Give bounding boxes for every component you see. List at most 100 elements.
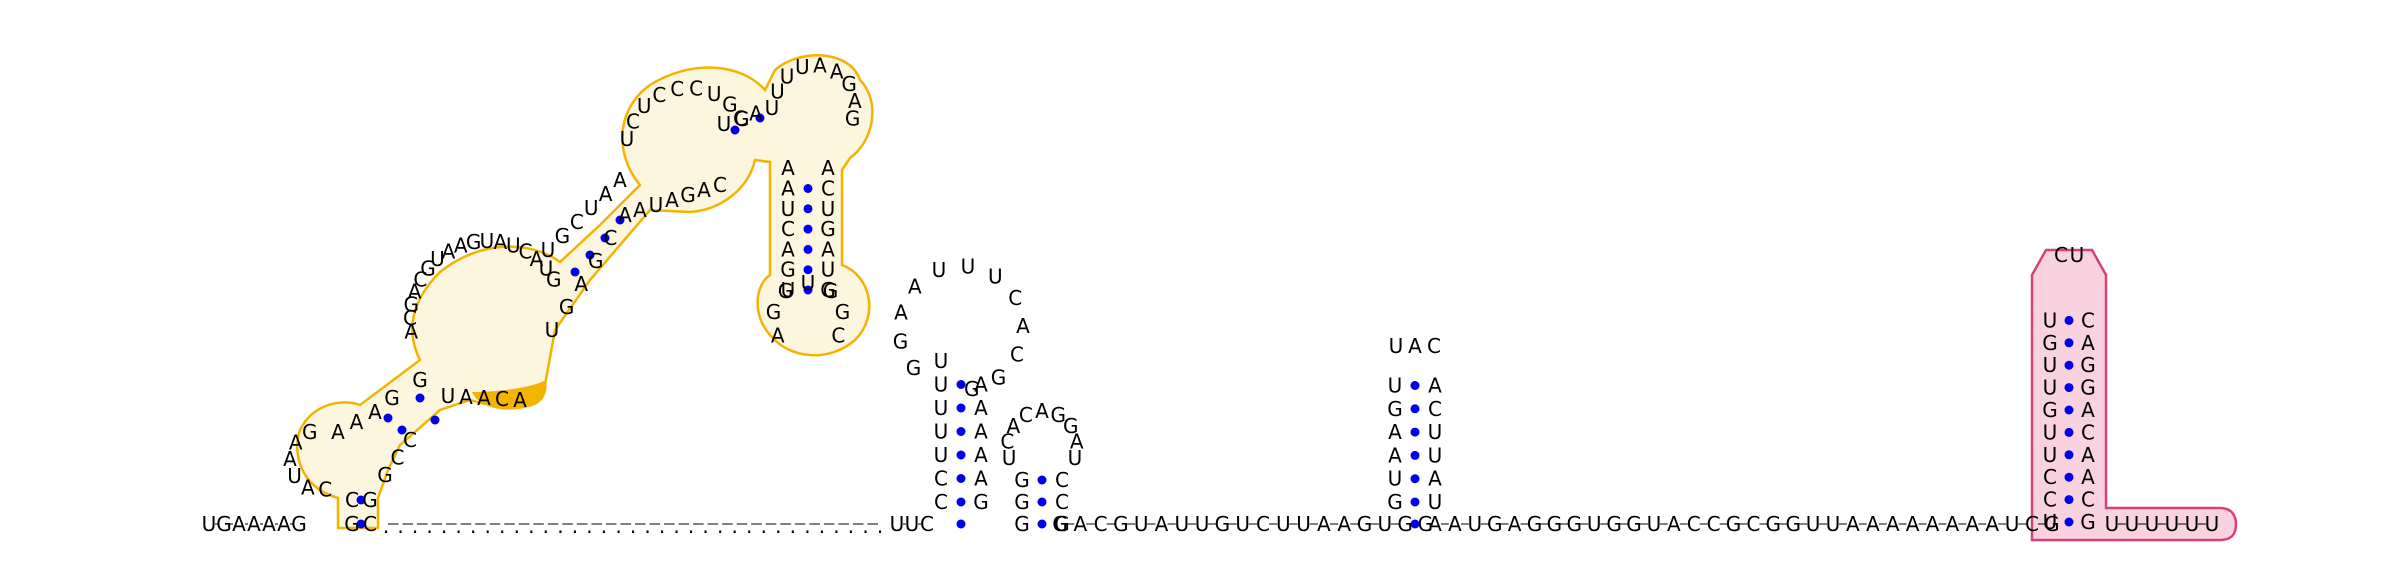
small-stem-nt: G [1014, 512, 1030, 536]
gap-mark: . [862, 514, 868, 538]
stem-b-nt: A [1428, 467, 1442, 491]
domain-1-loop-nt: A [530, 247, 544, 271]
domain-1-nt: U [441, 384, 456, 408]
base-pair-dot [803, 244, 813, 254]
domain-1-nt: A [665, 188, 679, 212]
small-stem-nt: G [1014, 468, 1030, 492]
stem-a-loop-nt: A [1016, 314, 1030, 338]
linker-nt: A [1448, 512, 1462, 536]
gap-mark: . [877, 514, 883, 538]
base-pair-dot [2064, 315, 2074, 325]
base-pair-dot [1410, 474, 1420, 484]
base-pair-dot [2064, 383, 2074, 393]
linker-nt: C [1687, 512, 1701, 536]
domain-1-loop-nt: G [420, 257, 436, 281]
domain-1-loop-nt: A [283, 447, 297, 471]
base-pair-dot [383, 413, 393, 423]
domain-1-hairpin-nt: U [770, 79, 785, 103]
stem-b-nt: A [1428, 374, 1442, 398]
gap-mark: . [819, 514, 825, 538]
linker-nt: U [1377, 512, 1392, 536]
small-loop-nt: C [1000, 429, 1014, 453]
stem-a-loop-nt: C [1008, 286, 1022, 310]
domain-1-accent [472, 380, 547, 410]
linker-nt: G [1487, 512, 1503, 536]
domain-1-nt: A [613, 168, 627, 192]
domain-1-loop-nt: C [318, 478, 332, 502]
linker-nt: U [1826, 512, 1841, 536]
domain-1-nt: G [384, 386, 400, 410]
base-pair-dot [397, 425, 407, 435]
gap-mark: . [732, 514, 738, 538]
linker-nt: G [1357, 512, 1373, 536]
linker-nt: G [1397, 512, 1413, 536]
base-pair-dot [600, 233, 610, 243]
linker-nt: U [2005, 512, 2020, 536]
domain-1-loop-nt: U [707, 82, 722, 106]
domain-1-loop-nt: G [722, 92, 738, 116]
domain-1-loop-nt: U [430, 247, 445, 271]
three-prime-tail-nt: U [2205, 512, 2220, 536]
linker-nt: G [1547, 512, 1563, 536]
three-prime-tail-nt: U [2105, 512, 2120, 536]
domain-1-nt: A [459, 385, 473, 409]
domain-1-nt: G [377, 463, 393, 487]
domain-1-loop-nt: C [519, 239, 533, 263]
linker-nt: C [920, 512, 934, 536]
domain-1-nt: U [584, 196, 599, 220]
terminator-stem-nt: C [2043, 488, 2057, 512]
stem-a-nt: A [974, 443, 988, 467]
domain-1-highlight [295, 54, 874, 530]
domain-1-hairpin-nt: A [771, 324, 785, 348]
domain-1-nt: G [362, 488, 378, 512]
stem-a-loop-nt: G [991, 365, 1007, 389]
domain-1-nt: U [765, 96, 780, 120]
linker-nt: A [1946, 512, 1960, 536]
domain-1-hairpin-nt: G [845, 107, 861, 131]
base-pair-dot [803, 224, 813, 234]
domain-1-nt: A [781, 237, 795, 261]
linker-nt: U [1134, 512, 1149, 536]
small-loop-nt: C [1019, 403, 1033, 427]
gap-mark: . [601, 514, 607, 538]
linker-nt: C [1707, 512, 1721, 536]
domain-1-nt: G [344, 512, 360, 536]
stem-b-loop-nt: U [1389, 334, 1404, 358]
stem-a-nt: C [934, 467, 948, 491]
terminator-stem-nt: U [2043, 353, 2058, 377]
base-pair-layer [215, 113, 2206, 529]
gap-mark: . [615, 514, 621, 538]
gap-mark: . [833, 514, 839, 538]
domain-1-nt: A [633, 198, 647, 222]
domain-1-hairpin-nt: A [848, 89, 862, 113]
gap-mark: . [412, 514, 418, 538]
terminator-stem-nt: C [2081, 488, 2095, 512]
small-loop-nt: G [1050, 403, 1066, 427]
gap-mark: . [528, 514, 534, 538]
terminator-stem-nt: U [2043, 420, 2058, 444]
stem-a-loop-nt: U [932, 258, 947, 282]
domain-1-loop-nt: C [652, 83, 666, 107]
gap-mark: . [499, 514, 505, 538]
stem-a-nt: U [934, 443, 949, 467]
gap-mark: . [702, 514, 708, 538]
base-pair-dot [1037, 475, 1047, 485]
stem-b-nt: A [1388, 443, 1402, 467]
base-pair-dot [956, 427, 966, 436]
gap-mark: . [630, 514, 636, 538]
domain-1-hairpin-nt: U [801, 271, 816, 295]
domain-1-loop-nt: G [546, 268, 562, 292]
domain-1-loop-nt: A [494, 230, 508, 254]
domain-1-nt: A [821, 156, 835, 180]
stem-a-loop-nt: G [964, 377, 980, 401]
stem-b-nt: U [1388, 467, 1403, 491]
linker-nt: G [2044, 512, 2060, 536]
domain-1-nt: U [781, 278, 796, 302]
five-prime-tail-nt: A [277, 512, 291, 536]
gap-mark: . [688, 514, 694, 538]
base-pair-dot [956, 497, 966, 507]
domain-1-loop-nt: G [466, 230, 482, 254]
domain-1-loop-nt: A [301, 475, 315, 499]
domain-1-nt: C [363, 512, 377, 536]
